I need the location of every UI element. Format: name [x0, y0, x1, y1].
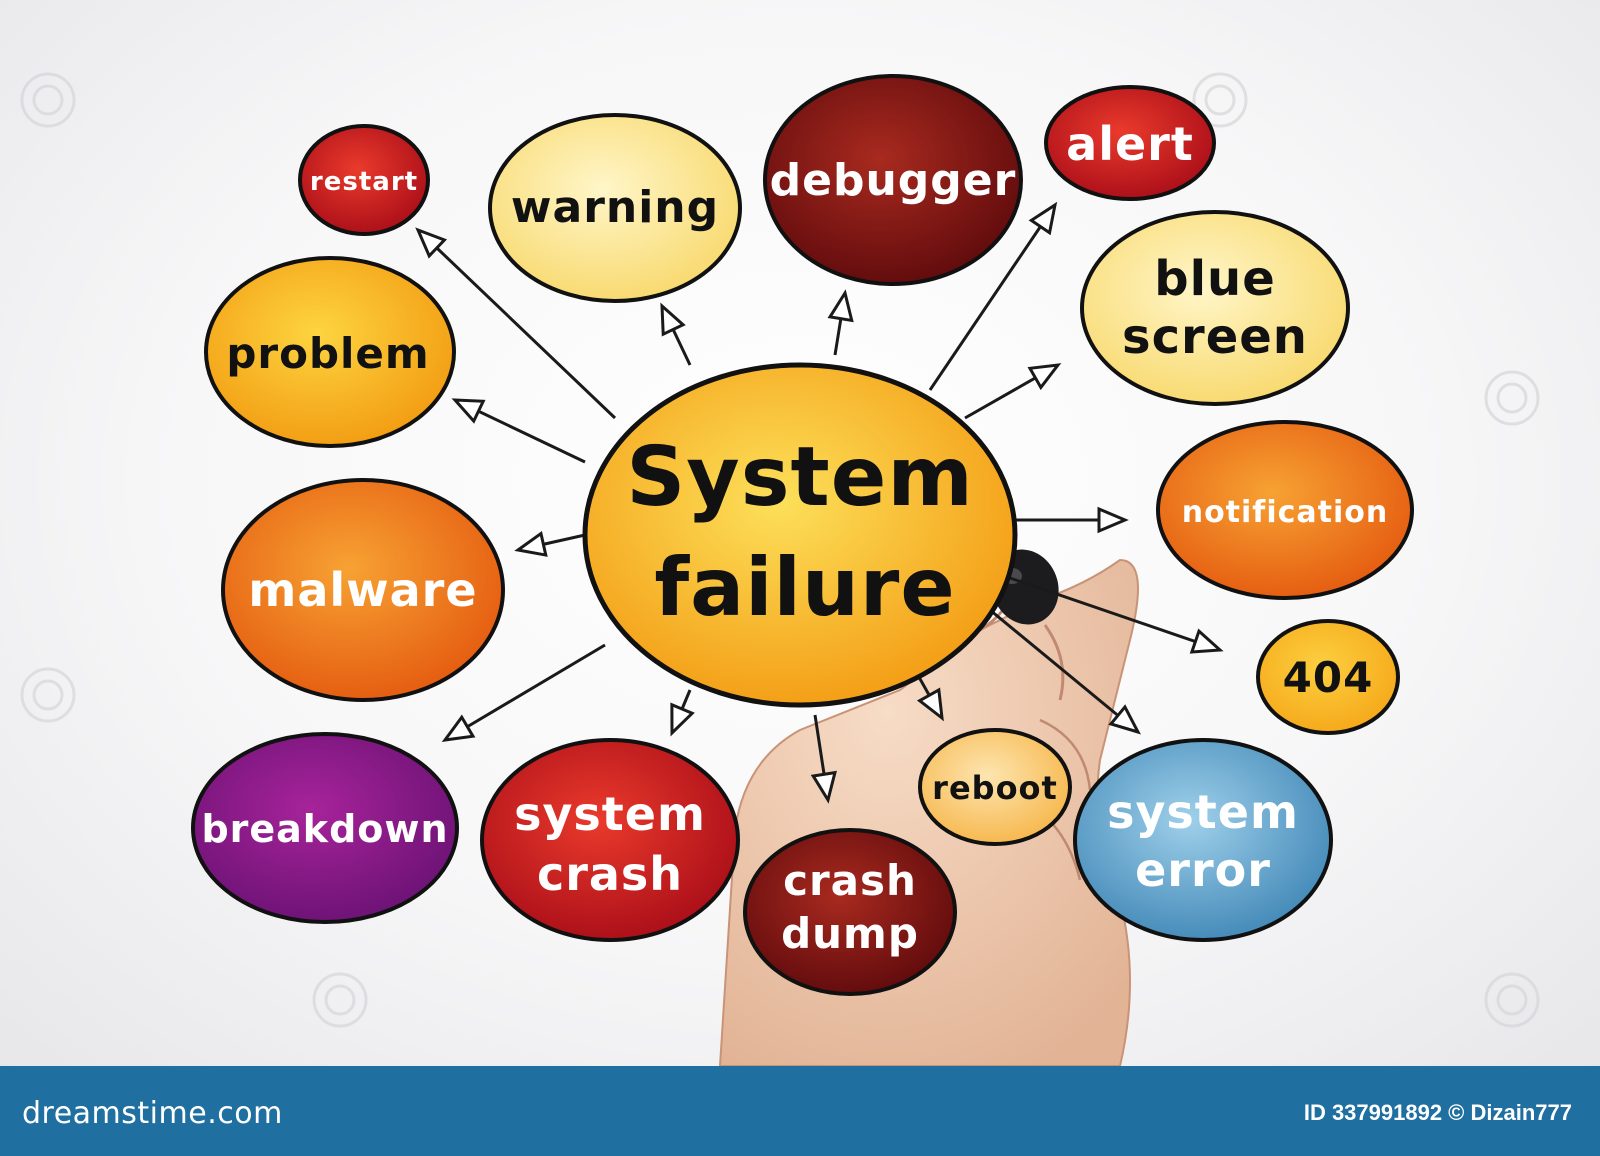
footer-site-name: dreamstime.com	[22, 1096, 283, 1131]
node-notification-label: notification	[1182, 495, 1389, 530]
node-debugger-label: debugger	[770, 155, 1017, 206]
arrowhead-malware	[514, 531, 548, 557]
arrowhead-debugger	[827, 289, 854, 323]
node-system-error: system error	[1073, 738, 1333, 942]
connector-restart	[416, 228, 617, 420]
node-404: 404	[1256, 619, 1400, 735]
mind-map-diagram: System failure restart warning debugger …	[20, 72, 1540, 1066]
arrowhead-system-crash	[670, 702, 695, 737]
node-problem: problem	[204, 256, 456, 448]
node-system-crash-line2: crash	[537, 847, 683, 901]
arrowhead-problem	[451, 398, 486, 424]
node-breakdown-label: breakdown	[201, 807, 448, 851]
arrowhead-crash-dump	[810, 770, 837, 804]
center-title-line1: System	[626, 430, 974, 525]
arrowhead-system-error	[1108, 704, 1141, 735]
node-malware-label: malware	[248, 563, 477, 617]
node-debugger: debugger	[763, 74, 1023, 286]
connector-arrows	[415, 201, 1224, 804]
arrowhead-blue-screen	[1027, 363, 1062, 391]
node-crash-dump: crash dump	[743, 828, 957, 996]
node-crash-dump-line2: dump	[781, 909, 919, 958]
arrowhead-alert	[1028, 201, 1058, 236]
node-alert: alert	[1044, 85, 1216, 201]
footer-bar: dreamstime.com ID 337991892 © Dizain777	[0, 1066, 1600, 1156]
connector-alert	[928, 204, 1057, 391]
node-warning-label: warning	[511, 182, 719, 233]
arrowhead-404	[1189, 628, 1224, 654]
node-404-label: 404	[1283, 653, 1374, 702]
node-system-crash: system crash	[480, 738, 740, 942]
node-system-error-line1: system	[1107, 785, 1299, 839]
mind-map-canvas: System failure restart warning debugger …	[0, 0, 1600, 1066]
connector-breakdown	[444, 643, 606, 742]
node-blue-screen: blue screen	[1080, 210, 1350, 406]
node-warning: warning	[488, 113, 742, 303]
node-reboot-label: reboot	[932, 769, 1058, 807]
footer-image-credit: ID 337991892 © Dizain777	[1303, 1100, 1572, 1125]
node-blue-screen-line1: blue	[1154, 251, 1276, 307]
node-notification: notification	[1156, 420, 1414, 600]
center-node: System failure	[582, 362, 1018, 708]
node-restart-label: restart	[310, 167, 418, 197]
arrowhead-restart	[415, 227, 448, 259]
arrowhead-warning	[660, 302, 686, 337]
node-blue-screen-line2: screen	[1122, 309, 1308, 365]
node-system-crash-line1: system	[514, 787, 706, 841]
node-problem-label: problem	[226, 329, 429, 378]
node-crash-dump-line1: crash	[783, 856, 917, 905]
node-restart: restart	[298, 124, 430, 236]
node-alert-label: alert	[1066, 117, 1194, 171]
connector-system-error	[989, 608, 1139, 734]
arrowhead-reboot	[916, 687, 944, 722]
connector-404	[1009, 576, 1221, 652]
node-breakdown: breakdown	[191, 732, 459, 924]
arrowhead-notification	[1097, 506, 1129, 534]
center-title-line2: failure	[654, 541, 955, 634]
node-system-error-line2: error	[1135, 843, 1271, 897]
arrowhead-breakdown	[441, 714, 476, 742]
node-reboot: reboot	[918, 728, 1072, 846]
node-malware: malware	[221, 478, 505, 702]
